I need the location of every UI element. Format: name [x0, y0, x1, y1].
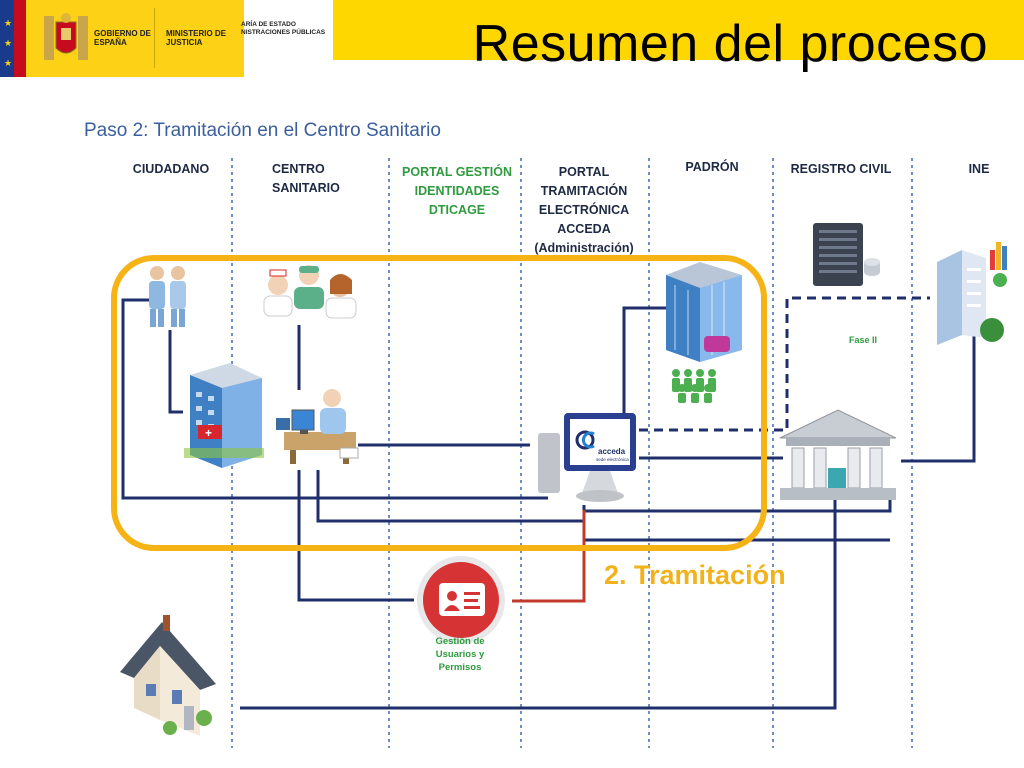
connection-lines	[121, 298, 976, 710]
registro-civil-building-icon	[779, 409, 897, 500]
citizens-icon	[149, 266, 186, 327]
dashed-connections	[639, 296, 930, 432]
svg-text:+: +	[205, 426, 212, 440]
header: ★ ★ ★ GOBIERNO DE ESPAÑA MINISTERIO DE J…	[0, 0, 1024, 77]
tramitacion-label: 2. Tramitación	[604, 560, 786, 590]
population-icon	[672, 369, 716, 403]
column-header-centro-sanitario: CENTRO SANITARIO	[272, 162, 340, 195]
svg-text:★: ★	[4, 38, 12, 48]
user-management-badge-icon	[417, 556, 505, 644]
column-header-registro-civil: REGISTRO CIVIL	[790, 162, 892, 176]
house-icon	[120, 615, 216, 736]
column-header-portal-tramitacion: PORTAL TRAMITACIÓN ELECTRÓNICA ACCEDA (A…	[534, 165, 634, 255]
padron-building-icon	[666, 262, 742, 362]
logo-ministerio-text: MINISTERIO DE JUSTICIA	[166, 29, 227, 47]
logo-gobierno-text: GOBIERNO DE ESPAÑA	[94, 29, 151, 47]
column-header-portal-gestion: PORTAL GESTIÓN IDENTIDADES DTICAGE	[402, 165, 512, 217]
acceda-logo-subtext: sede electrónica	[596, 457, 629, 462]
svg-text:★: ★	[4, 58, 12, 68]
page-title: Resumen del proceso	[472, 15, 988, 73]
coat-of-arms-icon	[44, 13, 88, 60]
column-header-padron: PADRÓN	[685, 160, 739, 174]
title-bar	[333, 0, 1024, 60]
subtitle: Paso 2: Tramitación en el Centro Sanitar…	[84, 120, 441, 141]
gestion-usuarios-label: Gestión de Usuarios y Permisos	[435, 636, 485, 673]
tramitacion-highlight-box	[111, 255, 767, 551]
medical-staff-icon	[263, 265, 357, 319]
acceda-computer-icon	[538, 413, 636, 502]
hospital-icon: +	[184, 363, 264, 468]
government-logo	[26, 0, 244, 77]
gestion-link-line	[512, 510, 586, 603]
svg-text:★: ★	[4, 18, 12, 28]
logo-separator	[154, 8, 155, 68]
column-header-ine: INE	[968, 162, 990, 176]
server-icon	[813, 223, 880, 286]
logo-secretaria-text: ARÍA DE ESTADO NISTRACIONES PÚBLICAS	[241, 21, 326, 36]
column-header-ciudadano: CIUDADANO	[132, 162, 210, 176]
ine-building-icon	[937, 242, 1007, 345]
eu-flag-icon: ★ ★ ★	[0, 0, 26, 77]
fase-ii-label: Fase II	[849, 335, 877, 345]
office-worker-icon	[276, 389, 359, 464]
acceda-logo-text: acceda	[598, 447, 626, 456]
